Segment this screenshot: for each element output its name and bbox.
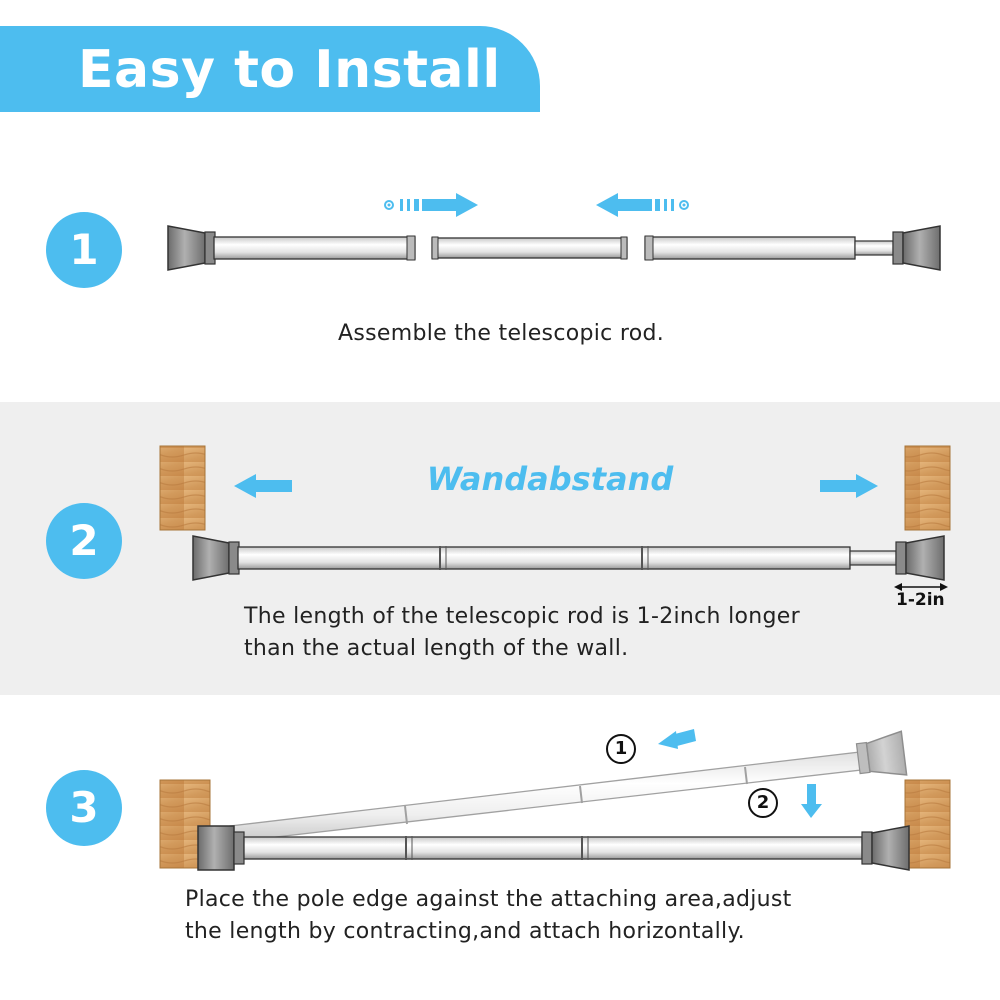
- step-3-caption-line-1: Place the pole edge against the attachin…: [185, 887, 792, 912]
- step-2-badge: 2: [46, 503, 122, 579]
- wood-block-icon: [904, 779, 951, 869]
- substep-2-marker: ②2: [748, 788, 778, 818]
- step-2-rod: [192, 535, 945, 581]
- wood-block-icon: [159, 445, 206, 531]
- step-1-rod: [167, 225, 941, 271]
- arrow-left-icon: [234, 474, 292, 498]
- rod-end-cap-icon: [892, 225, 941, 271]
- step-3-caption-line-2: the length by contracting,and attach hor…: [185, 919, 745, 944]
- arrow-down-icon: [801, 784, 822, 818]
- dimension-arrow: [894, 583, 948, 591]
- step-3-tilted-rod: [229, 730, 908, 843]
- substep-1-marker: ①1: [606, 734, 636, 764]
- step-3-badge: 3: [46, 770, 122, 846]
- arrow-right-icon: [820, 474, 878, 498]
- arrow-left-icon: [596, 193, 689, 217]
- step-1-badge: 1: [46, 212, 122, 288]
- arrow-right-icon: [384, 193, 478, 217]
- step-1-caption: Assemble the telescopic rod.: [338, 321, 665, 346]
- wall-distance-label: Wandabstand: [426, 460, 674, 498]
- dimension-label: 1-2in: [896, 590, 945, 610]
- rod-end-cap-icon: [167, 225, 216, 271]
- step-2-caption-line-2: than the actual length of the wall.: [244, 636, 629, 661]
- header-banner: [0, 26, 540, 112]
- arrow-left-icon: [658, 729, 696, 749]
- page-title: Easy to Install: [78, 40, 501, 100]
- wood-block-icon: [904, 445, 951, 531]
- step-3-horizontal-rod: [197, 825, 910, 871]
- step-2-caption-line-1: The length of the telescopic rod is 1-2i…: [244, 604, 800, 629]
